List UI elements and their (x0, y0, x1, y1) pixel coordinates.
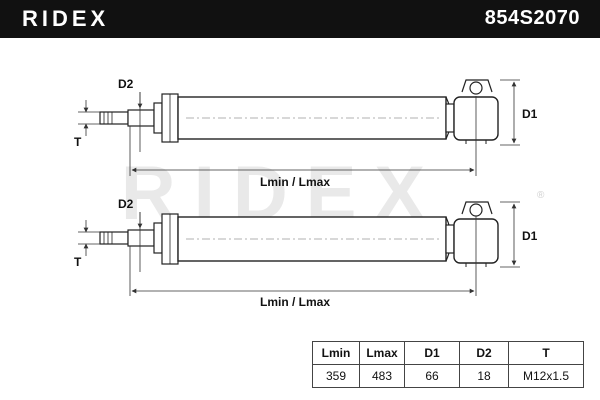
label-d1: D1 (522, 107, 538, 121)
label-t: T (74, 135, 82, 149)
label-length: Lmin / Lmax (260, 175, 330, 189)
piston-rod (127, 229, 155, 247)
dimensions-top: D2 T D1 Lmin / Lmax (74, 77, 538, 189)
spec-value-d1: 66 (404, 364, 460, 388)
dimensions-bottom: D2 T D1 Lmin / Lmax (74, 197, 538, 309)
label-d2: D2 (118, 197, 134, 211)
spec-value-t: M12x1.5 (508, 364, 584, 388)
label-d1: D1 (522, 229, 538, 243)
header-bar: RIDEX 854S2070 (0, 0, 600, 38)
spec-value-lmax: 483 (359, 364, 405, 388)
shock-absorber-top (99, 79, 499, 144)
spec-value-d2: 18 (459, 364, 509, 388)
piston-rod (127, 109, 155, 127)
spec-header-t: T (508, 341, 584, 365)
spec-header-d2: D2 (459, 341, 509, 365)
label-length: Lmin / Lmax (260, 295, 330, 309)
part-number: 854S2070 (484, 7, 580, 29)
label-d2: D2 (118, 77, 134, 91)
spec-header-lmin: Lmin (312, 341, 360, 365)
label-t: T (74, 255, 82, 269)
brand-logo: RIDEX (22, 6, 110, 31)
spec-value-lmin: 359 (312, 364, 360, 388)
spec-value-row: 359 483 66 18 M12x1.5 (312, 364, 584, 388)
shock-absorber-bottom (99, 201, 499, 267)
spec-table: Lmin Lmax D1 D2 T 359 483 66 18 M12x1.5 (312, 341, 584, 388)
spec-header-lmax: Lmax (359, 341, 405, 365)
spec-header-d1: D1 (404, 341, 460, 365)
registered-mark: ® (537, 190, 545, 201)
spec-header-row: Lmin Lmax D1 D2 T (312, 341, 584, 365)
